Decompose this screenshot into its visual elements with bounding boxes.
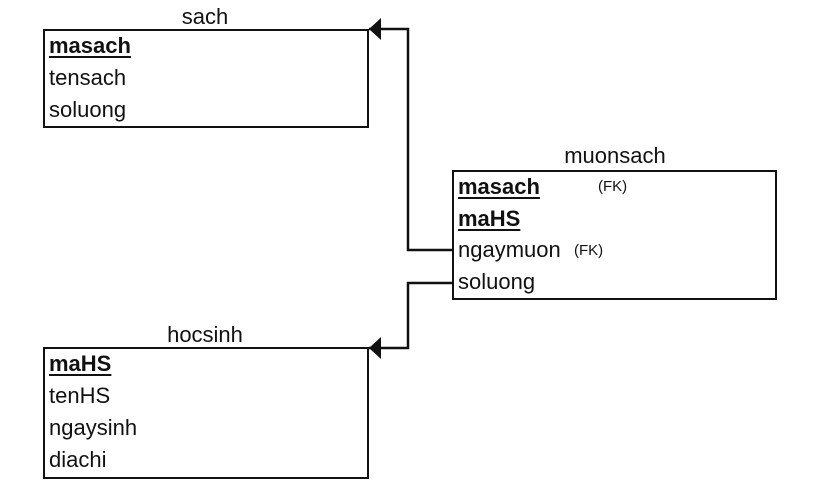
attribute-row: maHS xyxy=(49,349,111,379)
attribute-row: soluong xyxy=(458,267,535,297)
foreign-key-note: (FK) xyxy=(574,242,604,259)
primary-key-attribute: masach xyxy=(49,33,131,58)
primary-key-attribute: masach xyxy=(458,174,540,199)
attribute-name: tensach xyxy=(49,65,127,90)
attribute-name: diachi xyxy=(49,447,107,472)
attribute-row: masach xyxy=(49,31,131,61)
attribute-name: soluong xyxy=(458,269,536,294)
primary-key-attribute: maHS xyxy=(458,206,521,231)
attribute-name: soluong xyxy=(49,97,127,122)
entity-title-sach: sach xyxy=(181,4,229,29)
attribute-row: soluong xyxy=(49,95,126,125)
attribute-row: tenHS xyxy=(49,381,110,411)
attribute-row: ngaysinh xyxy=(49,413,137,443)
entity-title-muonsach: muonsach xyxy=(564,143,666,168)
entity-title-hocsinh: hocsinh xyxy=(167,322,243,347)
attribute-row: diachi xyxy=(49,445,106,475)
attribute-row: masach (FK) xyxy=(458,172,627,202)
primary-key-attribute: maHS xyxy=(49,351,112,376)
attribute-row: maHS (FK) xyxy=(458,204,603,259)
entity-muonsach[interactable]: masach (FK) maHS (FK) ngaymuon soluong xyxy=(452,170,777,300)
foreign-key-note: (FK) xyxy=(598,178,628,195)
attribute-name: ngaysinh xyxy=(49,415,138,440)
attribute-name: ngaymuon xyxy=(458,237,561,262)
entity-hocsinh[interactable]: maHS tenHS ngaysinh diachi xyxy=(43,347,369,479)
arrowhead-sach xyxy=(369,18,381,40)
attribute-row: ngaymuon xyxy=(458,235,561,265)
entity-sach[interactable]: masach tensach soluong xyxy=(43,29,369,128)
attribute-row: tensach xyxy=(49,63,126,93)
arrowhead-hocsinh xyxy=(369,337,381,359)
attribute-name: tenHS xyxy=(49,383,111,408)
connector-muonsach-to-hocsinh xyxy=(369,281,452,350)
connector-muonsach-to-sach xyxy=(369,27,452,252)
